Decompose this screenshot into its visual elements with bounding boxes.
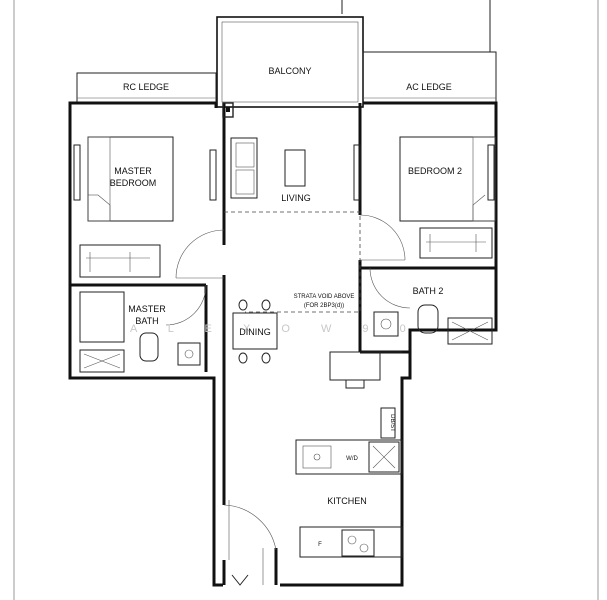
balcony-label: BALCONY	[268, 66, 311, 76]
strata-void-label-2: (FOR 2BP3(d))	[304, 303, 344, 309]
structural-column	[222, 102, 234, 118]
kitchen-label: KITCHEN	[327, 496, 367, 506]
master-wardrobe	[79, 244, 161, 278]
strata-void-outline	[224, 211, 361, 313]
rc-ledge-label: RC LEDGE	[123, 82, 169, 92]
balcony-area	[216, 16, 364, 108]
master-bath-fixtures	[79, 291, 201, 373]
ac-ledge-label: AC LEDGE	[406, 82, 452, 92]
windows	[73, 144, 495, 201]
dining-label: DINING	[239, 327, 271, 337]
dining-set	[232, 299, 278, 364]
bath2-label: BATH 2	[413, 286, 444, 296]
door-swings	[165, 214, 411, 585]
bedroom2-label: BEDROOM 2	[408, 166, 462, 176]
dbst-label: DB/ST	[389, 414, 395, 432]
bedroom2-bed	[399, 136, 496, 222]
master-bath-label-2: BATH	[135, 316, 158, 326]
entry-arrow	[231, 574, 249, 586]
strata-void-label-1: STRATA VOID ABOVE	[294, 294, 355, 300]
master-bath-label-1: MASTER	[128, 304, 166, 314]
bedroom2-wardrobe	[419, 227, 493, 259]
watermark: A L E X O W 9 0	[130, 323, 420, 335]
bath2-fixtures	[373, 304, 493, 345]
kitchen-fixtures	[295, 351, 403, 558]
master-bed	[87, 136, 174, 222]
living-label: LIVING	[281, 193, 311, 203]
living-sofa	[230, 137, 258, 199]
master-bedroom-label-2: BEDROOM	[110, 178, 157, 188]
ac-ledge-area	[362, 51, 497, 104]
coffee-table	[284, 149, 306, 187]
master-bedroom-label-1: MASTER	[114, 166, 152, 176]
wd-label: W/D	[346, 456, 358, 462]
fridge-label: F	[318, 542, 322, 548]
